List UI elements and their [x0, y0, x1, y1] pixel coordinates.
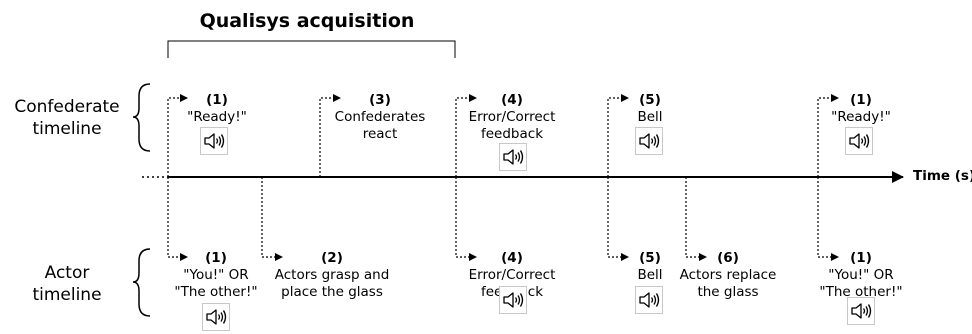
speaker-icon [635, 286, 663, 314]
event-number: (6) [717, 250, 739, 266]
speaker-icon [499, 286, 527, 314]
event-number: (4) [501, 250, 523, 266]
connector-conf-4 [455, 94, 477, 177]
connector-conf-1 [167, 94, 188, 177]
event-number: (5) [639, 250, 661, 266]
connector-conf-5 [607, 94, 629, 177]
event-number: (1) [850, 250, 872, 266]
event-label: "You!" OR "The other!" [819, 267, 903, 300]
speaker-icon [845, 127, 873, 155]
event-number: (1) [205, 250, 227, 266]
time-axis-label: Time (s) [913, 168, 972, 184]
event-number: (1) [206, 92, 228, 108]
connector-act-6 [685, 177, 707, 261]
confederate-row-label: Confederate timeline [14, 97, 120, 139]
event-label: Actors replace the glass [679, 267, 777, 300]
connector-act-1b [817, 177, 839, 261]
connector-act-2 [261, 177, 283, 261]
left-brace-icon [132, 83, 151, 152]
connector-conf-3 [319, 94, 341, 177]
event-label: "You!" OR "The other!" [174, 267, 258, 300]
diagram-title: Qualisys acquisition [199, 10, 415, 32]
event-label: "Ready!" [187, 109, 247, 125]
connector-act-5 [607, 177, 629, 261]
speaker-icon [202, 303, 230, 331]
speaker-icon [635, 127, 663, 155]
connector-act-4 [455, 177, 477, 261]
event-label: "Ready!" [831, 109, 891, 125]
event-label: Actors grasp and place the glass [274, 267, 390, 300]
event-label: Bell [637, 267, 663, 283]
connector-conf-1b [817, 94, 839, 177]
connector-act-1 [167, 177, 188, 261]
event-number: (3) [369, 92, 391, 108]
speaker-icon [847, 297, 875, 325]
event-label: Bell [637, 109, 663, 125]
actor-row-label: Actor timeline [32, 263, 102, 305]
acquisition-bracket [167, 40, 456, 58]
event-number: (5) [639, 92, 661, 108]
event-number: (1) [850, 92, 872, 108]
speaker-icon [499, 143, 527, 171]
left-brace-icon [132, 248, 151, 317]
speaker-icon [200, 127, 228, 155]
event-label: Confederates react [334, 109, 426, 142]
event-number: (2) [321, 250, 343, 266]
event-label: Error/Correct feedback [468, 109, 556, 142]
event-number: (4) [501, 92, 523, 108]
